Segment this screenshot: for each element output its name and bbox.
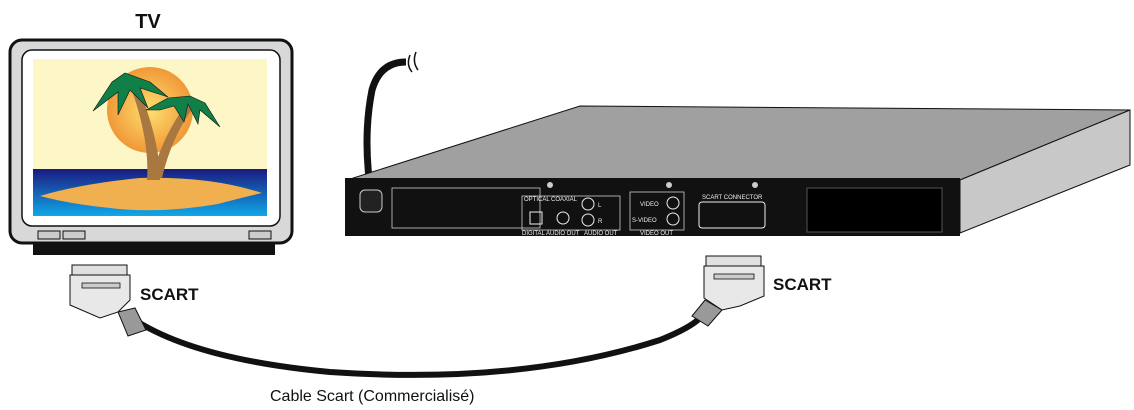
coaxial-label: COAXIAL — [551, 197, 578, 203]
scart-connector-label: SCART CONNECTOR — [702, 195, 763, 201]
island-image — [40, 177, 262, 211]
tv-label: TV — [135, 11, 161, 33]
scart-label-right: SCART — [773, 275, 832, 294]
audio-l-port — [581, 197, 595, 211]
video-label: VIDEO — [640, 202, 659, 208]
video-out-label: VIDEO OUT — [640, 231, 673, 237]
scart-cable — [136, 315, 703, 378]
optical-label: OPTICAL — [524, 197, 550, 203]
audio-l-label: L — [598, 203, 602, 209]
s-video-port — [666, 212, 680, 226]
power-cord — [363, 58, 407, 201]
digital-audio-out-label: DIGITAL AUDIO OUT — [522, 231, 580, 237]
tv-screen — [33, 59, 267, 216]
optical-port — [529, 211, 543, 225]
s-video-label: S-VIDEO — [632, 218, 657, 224]
scart-connector-right — [691, 255, 765, 327]
dvd-player: OPTICAL COAXIAL DIGITAL AUDIO OUT L R AU… — [345, 105, 1131, 237]
cable-caption: Cable Scart (Commercialisé) — [270, 388, 475, 405]
palm-tree-image — [92, 72, 221, 128]
audio-r-label: R — [598, 219, 603, 225]
audio-r-port — [581, 213, 595, 227]
scart-port — [698, 201, 766, 229]
scart-connector-left — [69, 264, 147, 337]
video-port — [666, 196, 680, 210]
scart-label-left: SCART — [140, 285, 199, 304]
tv — [8, 38, 294, 255]
coaxial-port — [556, 211, 570, 225]
audio-out-label: AUDIO OUT — [584, 231, 618, 237]
